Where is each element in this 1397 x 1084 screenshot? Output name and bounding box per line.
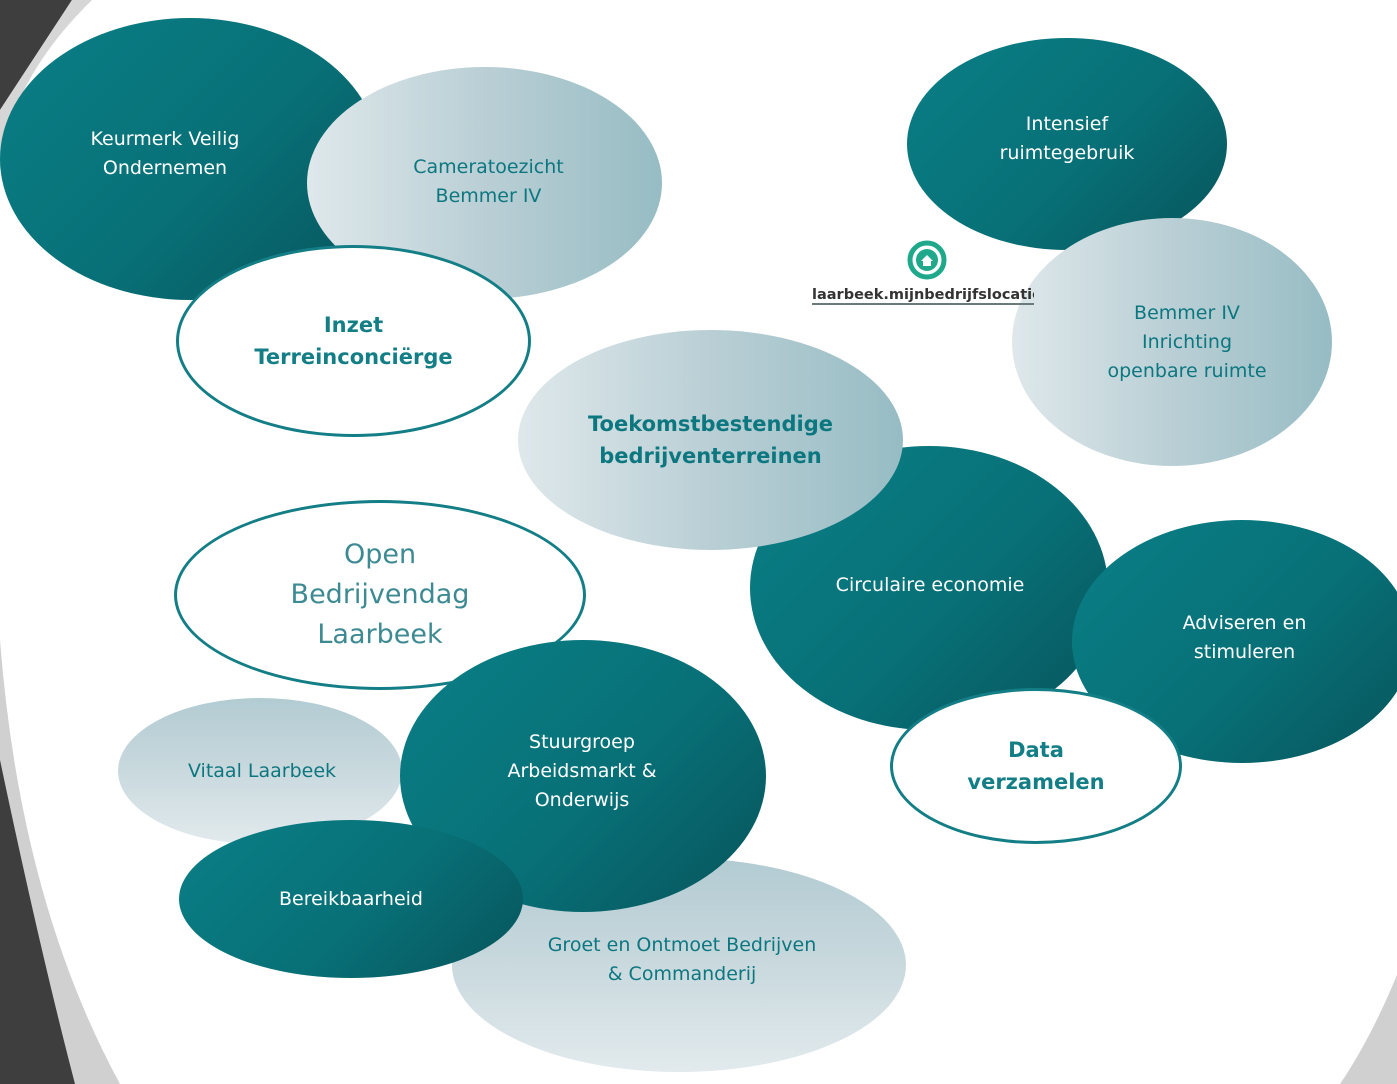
node-intensief: Intensief ruimtegebruik [907, 38, 1227, 250]
arc-light-bottom-right [1340, 975, 1397, 1084]
node-adviseren: Adviseren en stimuleren [1072, 520, 1397, 763]
node-vitaal: Vitaal Laarbeek [118, 698, 402, 844]
node-vitaal-label: Vitaal Laarbeek [187, 759, 337, 782]
node-data: Data verzamelen [890, 688, 1182, 844]
node-stuurgroep: Stuurgroep Arbeidsmarkt & Onderwijs [400, 640, 766, 912]
node-stuurgroep-label: Stuurgroep Arbeidsmarkt & Onderwijs [507, 730, 657, 811]
node-inrichting: Bemmer IV Inrichting openbare ruimte [1012, 218, 1332, 466]
node-bereikbaarheid: Bereikbaarheid [179, 820, 523, 978]
node-terreinconcierge: Inzet Terreinconciërge [176, 245, 531, 437]
node-toekomst: Toekomstbestendige bedrijventerreinen [518, 330, 903, 550]
node-terreinconcierge-label: Inzet Terreinconciërge [254, 313, 453, 369]
logo: laarbeek.mijnbedrijfslocatie [812, 240, 1040, 314]
node-bereikbaarheid-label: Bereikbaarheid [279, 887, 423, 910]
node-adviseren-label: Adviseren en stimuleren [1182, 611, 1307, 663]
node-cameratoezicht-label: Cameratoezicht Bemmer IV [413, 156, 564, 207]
node-toekomst-label: Toekomstbestendige bedrijventerreinen [588, 412, 833, 468]
node-groet-label: Groet en Ontmoet Bedrijven & Commanderij [547, 934, 817, 985]
node-inrichting-label: Bemmer IV Inrichting openbare ruimte [1107, 301, 1267, 382]
corner-dark-bottom-left [0, 760, 75, 1084]
home-circle-icon [907, 240, 947, 280]
logo-text: laarbeek.mijnbedrijfslocatie [812, 287, 1034, 305]
node-groet: Groet en Ontmoet Bedrijven & Commanderij [452, 858, 906, 1072]
arc-light-top-left [0, 0, 92, 170]
node-open-bedrijvendag-label: Open Bedrijvendag Laarbeek [290, 539, 470, 650]
node-circulair-label: Circulaire economie [835, 573, 1025, 596]
node-data-label: Data verzamelen [967, 738, 1105, 794]
node-intensief-label: Intensief ruimtegebruik [999, 113, 1135, 164]
node-keurmerk-label: Keurmerk Veilig Ondernemen [90, 128, 240, 179]
